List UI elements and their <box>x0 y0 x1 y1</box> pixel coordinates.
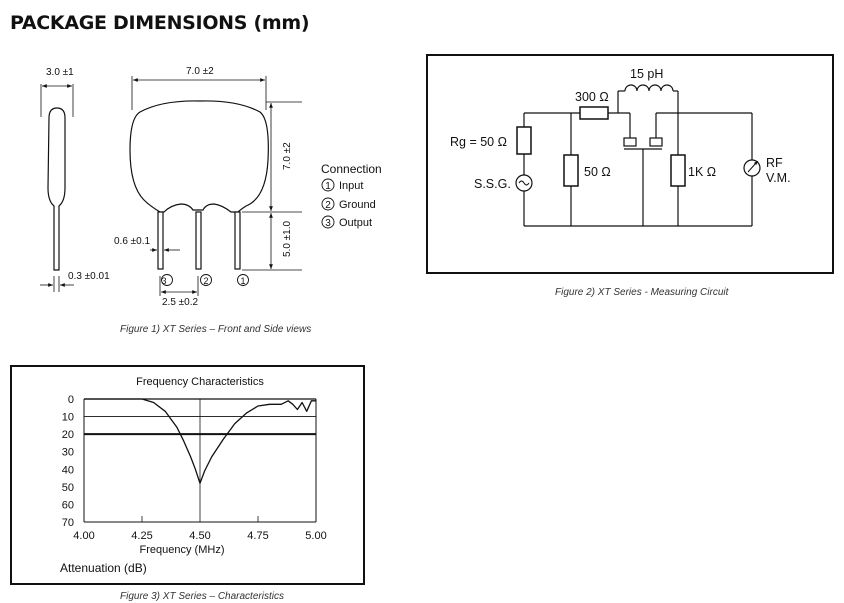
rg-resistor <box>516 126 532 155</box>
chart-ylabel: Attenuation (dB) <box>60 561 147 575</box>
series-300-resistor <box>579 106 609 120</box>
x-tick-label: 5.00 <box>305 530 326 542</box>
y-tick-label: 50 <box>62 482 74 494</box>
body-height-dim: 7.0 ±2 <box>282 142 293 170</box>
page-title: PACKAGE DIMENSIONS (mm) <box>10 12 310 34</box>
x-tick-label: 4.75 <box>247 530 268 542</box>
y-tick-label: 30 <box>62 447 74 459</box>
lead-width-dim: 0.6 ±0.1 <box>114 236 151 247</box>
rg-label: Rg = 50 Ω <box>450 135 507 149</box>
pin-3-label: 3 <box>161 276 166 286</box>
y-tick-label: 70 <box>62 517 74 529</box>
pin-1-label: 1 <box>240 276 245 286</box>
attenuation-series-line <box>84 398 316 484</box>
connection-3-label: Output <box>339 217 372 229</box>
load-50-label: 50 Ω <box>584 165 611 179</box>
connection-1-num: 1 <box>325 181 331 192</box>
figure-1-package-drawing <box>40 76 335 296</box>
load-1k-resistor <box>670 154 686 187</box>
pitch-dim: 2.5 ±0.2 <box>162 297 199 308</box>
y-tick-label: 20 <box>62 429 74 441</box>
y-tick-label: 40 <box>62 464 74 476</box>
figure-2-caption: Figure 2) XT Series - Measuring Circuit <box>555 287 730 298</box>
y-tick-label: 10 <box>62 412 74 424</box>
connection-3-num: 3 <box>325 218 331 229</box>
figure-3-caption: Figure 3) XT Series – Characteristics <box>120 591 284 602</box>
x-tick-label: 4.00 <box>73 530 94 542</box>
load-1k-label: 1K Ω <box>688 165 716 179</box>
front-view <box>129 76 335 296</box>
lead-length-dim: 5.0 ±1.0 <box>282 220 293 257</box>
crystal-in <box>623 137 637 147</box>
figure-3-frame <box>10 365 365 585</box>
y-tick-label: 60 <box>62 499 74 511</box>
lead-thickness-dim: 0.3 ±0.01 <box>68 271 110 282</box>
x-tick-label: 4.50 <box>189 530 210 542</box>
figure-1-caption: Figure 1) XT Series – Front and Side vie… <box>120 324 311 335</box>
inductor-coil <box>624 84 674 92</box>
figure-2-frame <box>426 54 834 274</box>
side-width-dim: 3.0 ±1 <box>46 67 74 78</box>
connection-2-label: Ground <box>339 199 376 211</box>
chart-plot-area: 0 10 20 30 40 50 60 704.00 4.25 4.50 4.75 5.00 <box>62 394 327 542</box>
vm-label: V.M. <box>766 171 791 185</box>
connection-2-num: 2 <box>325 200 331 211</box>
connection-1-label: Input <box>339 180 363 192</box>
connection-title: Connection <box>321 162 382 176</box>
chart-title: Frequency Characteristics <box>136 376 264 388</box>
side-view <box>40 84 74 292</box>
ssg-label: S.S.G. <box>474 177 511 191</box>
x-tick-label: 4.25 <box>131 530 152 542</box>
figure-2-circuit <box>515 84 761 227</box>
front-width-dim: 7.0 ±2 <box>186 66 214 77</box>
rf-label: RF <box>766 156 783 170</box>
crystal-out <box>649 137 663 147</box>
load-50-resistor <box>563 154 579 187</box>
pin-2-label: 2 <box>203 276 208 286</box>
inductor-label: 15 pH <box>630 67 663 81</box>
chart-xlabel: Frequency (MHz) <box>140 544 225 556</box>
series-r-label: 300 Ω <box>575 90 609 104</box>
y-tick-label: 0 <box>68 394 74 406</box>
